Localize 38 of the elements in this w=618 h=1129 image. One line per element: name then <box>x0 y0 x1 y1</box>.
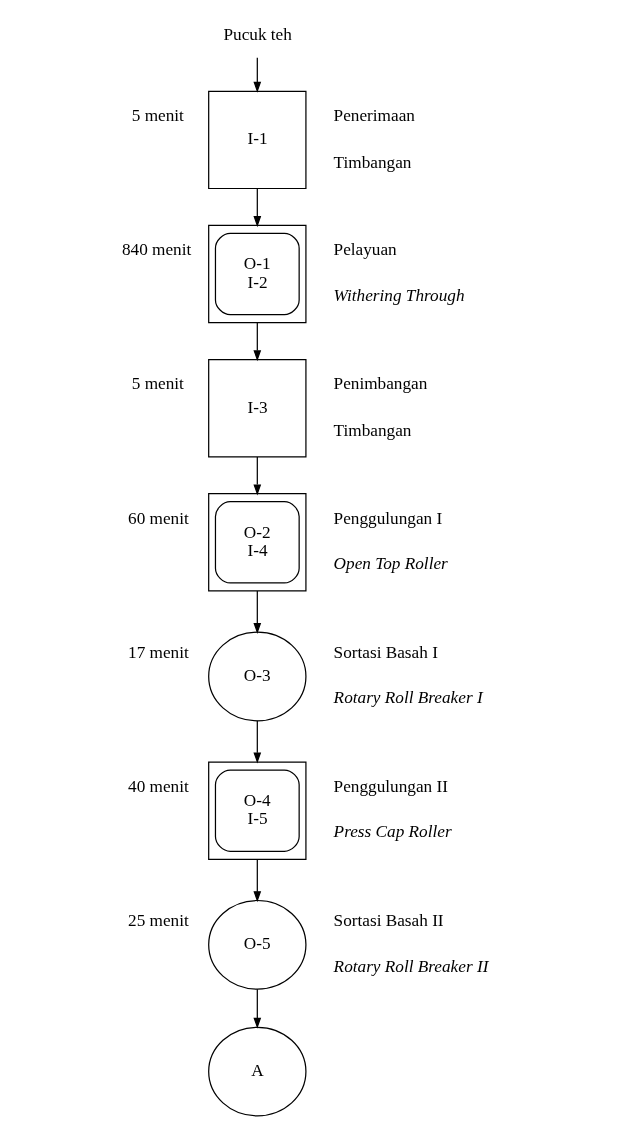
node-label: Withering Through <box>333 285 465 305</box>
arrow <box>253 188 262 228</box>
node-box: O-2 I-4 <box>208 493 307 592</box>
node-label: 840 menit <box>121 240 192 260</box>
node-label: Sortasi Basah I <box>333 642 438 662</box>
node-label: Penerimaan <box>333 106 415 126</box>
node-label: Press Cap Roller <box>333 822 452 842</box>
node-label: 17 menit <box>128 642 189 662</box>
node-label: Pelayuan <box>333 240 397 260</box>
node-label: Penggulungan II <box>333 776 448 796</box>
node-label: Timbangan <box>333 421 412 441</box>
arrow <box>253 590 262 635</box>
node-box: O-4 I-5 <box>208 761 307 860</box>
node-box: I-1 <box>208 90 307 190</box>
arrow <box>253 988 262 1029</box>
node-label: Rotary Roll Breaker II <box>333 956 489 976</box>
node-circle: O-3 <box>208 631 307 722</box>
node-label: Sortasi Basah II <box>333 910 444 930</box>
node-circle: A <box>208 1026 307 1117</box>
node-label: Penimbangan <box>333 374 428 394</box>
node-label: 40 menit <box>128 776 189 796</box>
node-label: 5 menit <box>131 106 184 126</box>
node-label: 25 menit <box>128 910 189 930</box>
node-box: I-3 <box>208 358 307 458</box>
node-label: 60 menit <box>128 508 189 528</box>
node-label: 5 menit <box>131 374 184 394</box>
arrow <box>253 858 262 903</box>
node-label: Timbangan <box>333 152 412 172</box>
arrow <box>253 322 262 362</box>
arrow <box>253 57 262 93</box>
node-label: Penggulungan I <box>333 508 443 528</box>
node-box: O-1 I-2 <box>208 224 307 324</box>
node-circle: O-5 <box>208 899 307 990</box>
arrow <box>253 720 262 764</box>
arrow <box>253 456 262 496</box>
node-label: Open Top Roller <box>333 554 448 574</box>
node-label: Rotary Roll Breaker I <box>333 688 483 708</box>
node-text: Pucuk teh <box>223 24 292 44</box>
